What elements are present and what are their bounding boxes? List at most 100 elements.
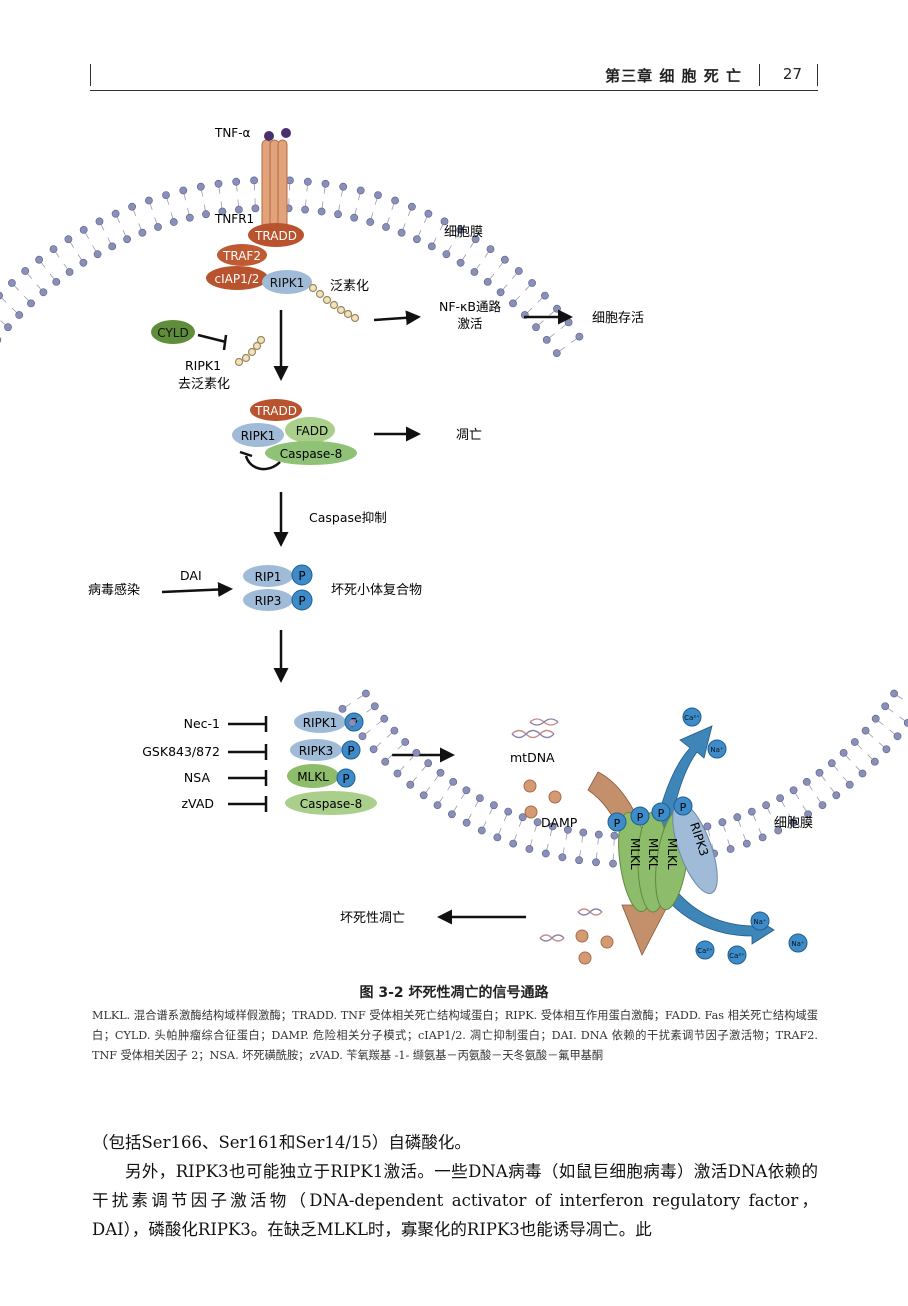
lipid-head — [533, 818, 542, 827]
na-ion-label: Na⁺ — [710, 746, 724, 754]
lipid-head — [610, 831, 619, 840]
lipid-head — [486, 245, 495, 253]
lipid-head — [407, 202, 416, 211]
lipid-head — [718, 818, 727, 827]
membrane-label-bottom: 细胞膜 — [774, 816, 813, 831]
ripk1-protein — [262, 270, 312, 294]
lipid-head — [575, 856, 583, 865]
lipid-head — [250, 176, 258, 185]
phospho-marker — [341, 740, 361, 760]
tnf-ligand-dot — [281, 128, 291, 138]
lipid-head — [381, 757, 390, 766]
caspase-cleavage-feedback — [244, 455, 281, 471]
lipid-head — [893, 732, 902, 741]
ripk1-label: RIPK1 — [270, 276, 305, 290]
phospho-label: P — [658, 807, 665, 820]
lipid-head — [436, 768, 445, 777]
lipid-head — [202, 210, 210, 219]
virus-infection-label: 病毒感染 — [88, 582, 140, 598]
lipid-head — [496, 288, 505, 297]
lipid-head — [111, 209, 120, 218]
lipid-head — [456, 258, 465, 267]
lipid-head — [412, 749, 421, 757]
lipid-head — [303, 177, 312, 186]
lipid-head — [65, 268, 74, 276]
lipid-head — [39, 288, 48, 297]
page-number: 27 — [782, 65, 802, 83]
ubiquitination-label: 泛素化 — [330, 279, 369, 294]
lipid-head — [358, 732, 367, 741]
lipid-head — [548, 822, 557, 831]
lipid-head — [380, 714, 389, 723]
lipid-head — [95, 217, 104, 226]
inhibitor-gsk: GSK843/872 — [142, 744, 220, 759]
rip3-protein — [243, 589, 293, 611]
mlkl-pore-label-2: MLKL — [646, 838, 660, 870]
ubiquitin-chain — [308, 283, 360, 323]
lipid-head — [370, 702, 379, 711]
lipid-head — [4, 323, 12, 332]
tradd-protein-2 — [250, 399, 302, 421]
lipid-head — [500, 255, 509, 264]
chapter-title: 第三章 细 胞 死 亡 — [605, 67, 742, 85]
dai-label: DAI — [180, 568, 202, 583]
lipid-head — [397, 228, 406, 237]
inhibitor-zvad: zVAD — [182, 796, 215, 811]
lipid-head — [424, 759, 433, 768]
lipid-head — [79, 258, 88, 267]
arrow-to-nfkb — [373, 310, 421, 326]
caspase8-label-2: Caspase-8 — [300, 797, 363, 811]
nfkb-label-1: NF-κB通路 — [439, 299, 501, 314]
rip3-label: RIP3 — [255, 594, 282, 608]
ripk1-protein-3 — [294, 711, 346, 733]
cyld-protein — [151, 320, 195, 344]
figure-legend: MLKL. 混合谱系激酶结构域样假激酶；TRADD. TNF 受体相关死亡结构域… — [92, 1009, 818, 1062]
lipid-head — [64, 235, 73, 244]
lipid-head — [471, 235, 480, 244]
lipid-head — [881, 702, 890, 711]
lipid-head — [234, 205, 243, 214]
lipid-head — [393, 769, 402, 778]
ripk1-label-2: RIPK1 — [241, 429, 276, 443]
lipid-head — [218, 207, 227, 216]
mlkl-pore — [618, 802, 718, 913]
page-header: 第三章 细 胞 死 亡 27 — [90, 60, 818, 91]
lipid-head — [447, 810, 456, 819]
lipid-head — [251, 204, 260, 213]
lipid-head — [871, 714, 880, 723]
lipid-head — [0, 291, 3, 300]
lipid-head — [475, 794, 484, 802]
tradd-protein — [248, 223, 304, 247]
phospho-label: P — [637, 811, 644, 824]
necroptosis-label: 坏死性凋亡 — [340, 911, 405, 926]
lipid-head — [391, 196, 399, 205]
lipid-head — [185, 213, 194, 222]
lipid-head — [427, 242, 436, 251]
lipid-head — [579, 828, 588, 837]
lipid-head — [334, 210, 342, 219]
lipid-head — [15, 311, 24, 319]
lipid-head — [850, 738, 859, 746]
mlkl-protein — [287, 764, 339, 788]
lipid-head — [564, 318, 573, 327]
ca-ion-label: Ca²⁺ — [729, 952, 745, 960]
lipid-head — [839, 749, 848, 757]
lipid-head — [827, 759, 836, 768]
lipid-head — [169, 218, 178, 226]
lipid-head — [356, 186, 365, 195]
lipid-head — [7, 279, 16, 287]
lipid-head — [514, 267, 523, 275]
lipid-head — [390, 726, 399, 735]
lipid-head — [733, 813, 742, 822]
phospho-label: P — [614, 817, 621, 830]
lipid-head — [870, 757, 879, 766]
cyld-inhibit-bar — [222, 334, 228, 351]
body-paragraph-2: 另外，RIPK3也可能独立于RIPK1激活。一些DNA病毒（如鼠巨细胞病毒）激活… — [92, 1162, 818, 1239]
lipid-head — [845, 780, 854, 789]
cyld-label: CYLD — [157, 326, 188, 340]
caspase-feedback-bar — [239, 450, 253, 458]
lipid-head — [162, 191, 170, 199]
body-text: （包括Ser166、Ser161和Ser14/15）自磷酸化。 另外，RIPK3… — [92, 1128, 818, 1244]
body-paragraph-1: （包括Ser166、Ser161和Ser14/15）自磷酸化。 — [92, 1133, 471, 1152]
lipid-head — [541, 291, 549, 300]
